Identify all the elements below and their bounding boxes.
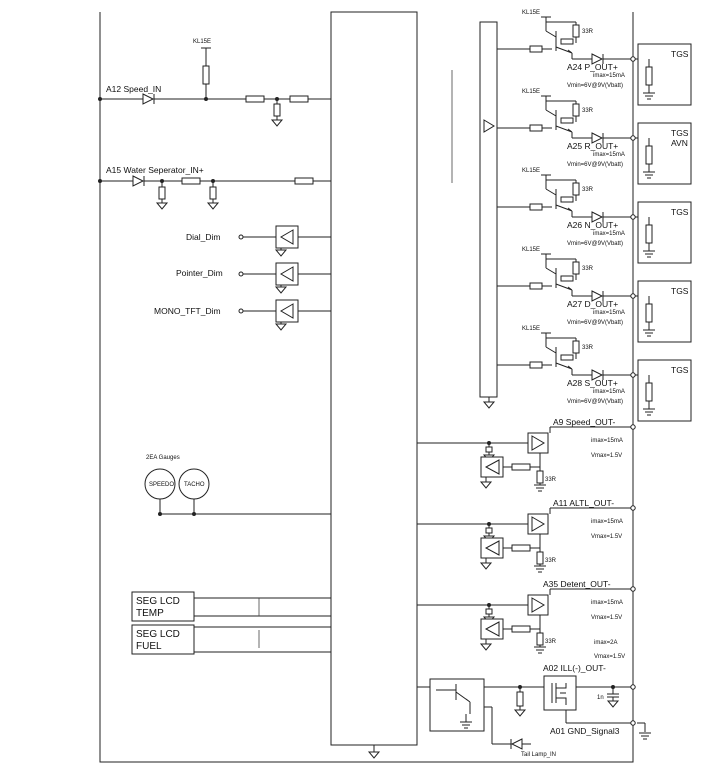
kl15e-label: KL15E (522, 10, 540, 16)
tgs-load-box (637, 201, 692, 264)
tgs-output-row: KL15E 33R A24 P_OUT+imax=15mA Vmin=6V@9V(Vb… (497, 10, 692, 106)
vmin-label: Vmin=6V@9V(Vbatt) (567, 241, 623, 247)
resistor-label: 33R (582, 187, 594, 193)
output-label: A27 D_OUT+ (567, 299, 618, 309)
gauges-group: 2EA Gauges SPEEDO TACHO (144, 455, 331, 516)
tail-label: Tail Lamp_IN (521, 752, 556, 758)
resistor-label: 33R (582, 266, 594, 272)
resistor-label: 33R (582, 29, 594, 35)
resistor-label: 33R (582, 345, 594, 351)
seg-lcd-line2: TEMP (136, 608, 164, 619)
tgs-label: TGS (671, 128, 689, 138)
tgs-output-row: KL15E 33R A28 S_OUT+imax=15mA Vmin=6V@9V(Vb… (497, 326, 692, 422)
gauge-output-label: A11 ALTL_OUT- (553, 498, 614, 508)
output-label: A28 S_OUT+ (567, 378, 618, 388)
mcu-block (330, 11, 418, 746)
tgs-output-row: KL15E 33R A27 D_OUT+imax=15mA Vmin=6V@9V(Vb… (497, 247, 692, 343)
speed-in-label: A12 Speed_IN (106, 84, 161, 94)
imax-label: imax=15mA (593, 389, 625, 395)
vmin-label: Vmin=6V@9V(Vbatt) (567, 83, 623, 89)
cap-label: 1n (597, 695, 604, 701)
gauge-output-row: A9 Speed_OUT- 33R imax=15mA Vmax=1.5V (417, 417, 636, 492)
tgs-label: TGS (671, 207, 689, 217)
dimmer-row-1: Dial_Dim (186, 225, 331, 257)
dimmer-label: Dial_Dim (186, 232, 220, 242)
vmax-label: Vmax=1.5V (591, 615, 622, 621)
transistor-box (429, 678, 485, 732)
imax-label: imax=15mA (591, 600, 623, 606)
tgs-output-row: KL15E 33R A25 R_OUT+imax=15mA Vmin=6V@9V(Vb… (497, 89, 692, 185)
imax-label: imax=15mA (593, 310, 625, 316)
dimmer-label: Pointer_Dim (176, 268, 223, 278)
vmin-label: Vmin=6V@9V(Vbatt) (567, 320, 623, 326)
speed-input-circuit: A12 Speed_IN KL15E (98, 39, 331, 127)
tgs-label: AVN (671, 138, 688, 148)
tacho-label: TACHO (184, 482, 205, 488)
ill-imax: imax=2A (594, 640, 618, 646)
gauge-output-label: A35 Detent_OUT- (543, 579, 611, 589)
speedo-label: SPEEDO (149, 482, 174, 488)
seg-lcd-line1: SEG LCD (136, 629, 180, 640)
seg-lcd-temp: SEG LCD TEMP (131, 591, 331, 622)
resistor-label: 33R (582, 108, 594, 114)
gauge-output-label: A9 Speed_OUT- (553, 417, 616, 427)
gnd-label: A01 GND_Signal3 (550, 726, 620, 736)
ill-output-circuit: imax=2A Vmax=1.5V A02 ILL(-)_OUT- A01 GN… (417, 640, 652, 758)
kl15e-label: KL15E (522, 168, 540, 174)
seg-lcd-line2: FUEL (136, 641, 162, 652)
resistor-label: 33R (545, 558, 557, 564)
tgs-label: TGS (671, 365, 689, 375)
gauge-output-row: A35 Detent_OUT- 33R imax=15mA Vmax=1.5V (417, 579, 636, 654)
imax-label: imax=15mA (591, 519, 623, 525)
dimmer-row-3: MONO_TFT_Dim (154, 299, 331, 331)
vmax-label: Vmax=1.5V (591, 453, 622, 459)
resistor-label: 33R (545, 477, 557, 483)
imax-label: imax=15mA (593, 152, 625, 158)
water-input-circuit: A15 Water Seperator_IN+ (98, 165, 331, 210)
kl15e-label: KL15E (193, 39, 211, 45)
resistor-label: 33R (545, 639, 557, 645)
vmax-label: Vmax=1.5V (591, 534, 622, 540)
dimmer-label: MONO_TFT_Dim (154, 306, 221, 316)
vmin-label: Vmin=6V@9V(Vbatt) (567, 399, 623, 405)
frame (99, 11, 634, 763)
kl15e-label: KL15E (522, 326, 540, 332)
imax-label: imax=15mA (591, 438, 623, 444)
ill-label: A02 ILL(-)_OUT- (543, 663, 606, 673)
tgs-output-row: KL15E 33R A26 N_OUT+imax=15mA Vmin=6V@9V(Vb… (497, 168, 692, 264)
output-label: A26 N_OUT+ (567, 220, 618, 230)
dimmer-row-2: Pointer_Dim (176, 262, 331, 294)
imax-label: imax=15mA (593, 73, 625, 79)
tgs-label: TGS (671, 49, 689, 59)
gauges-title: 2EA Gauges (146, 455, 180, 461)
tgs-label: TGS (671, 286, 689, 296)
seg-lcd-line1: SEG LCD (136, 596, 180, 607)
seg-lcd-fuel: SEG LCD FUEL (131, 624, 331, 655)
ill-vmax: Vmax=1.5V (594, 654, 625, 660)
kl15e-label: KL15E (522, 89, 540, 95)
imax-label: imax=15mA (593, 231, 625, 237)
output-label: A25 R_OUT+ (567, 141, 618, 151)
vmin-label: Vmin=6V@9V(Vbatt) (567, 162, 623, 168)
kl15e-label: KL15E (522, 247, 540, 253)
output-label: A24 P_OUT+ (567, 62, 618, 72)
water-in-label: A15 Water Seperator_IN+ (106, 165, 204, 175)
gauge-output-row: A11 ALTL_OUT- 33R imax=15mA Vmax=1.5V (417, 498, 636, 573)
output-driver-bus (479, 21, 498, 398)
